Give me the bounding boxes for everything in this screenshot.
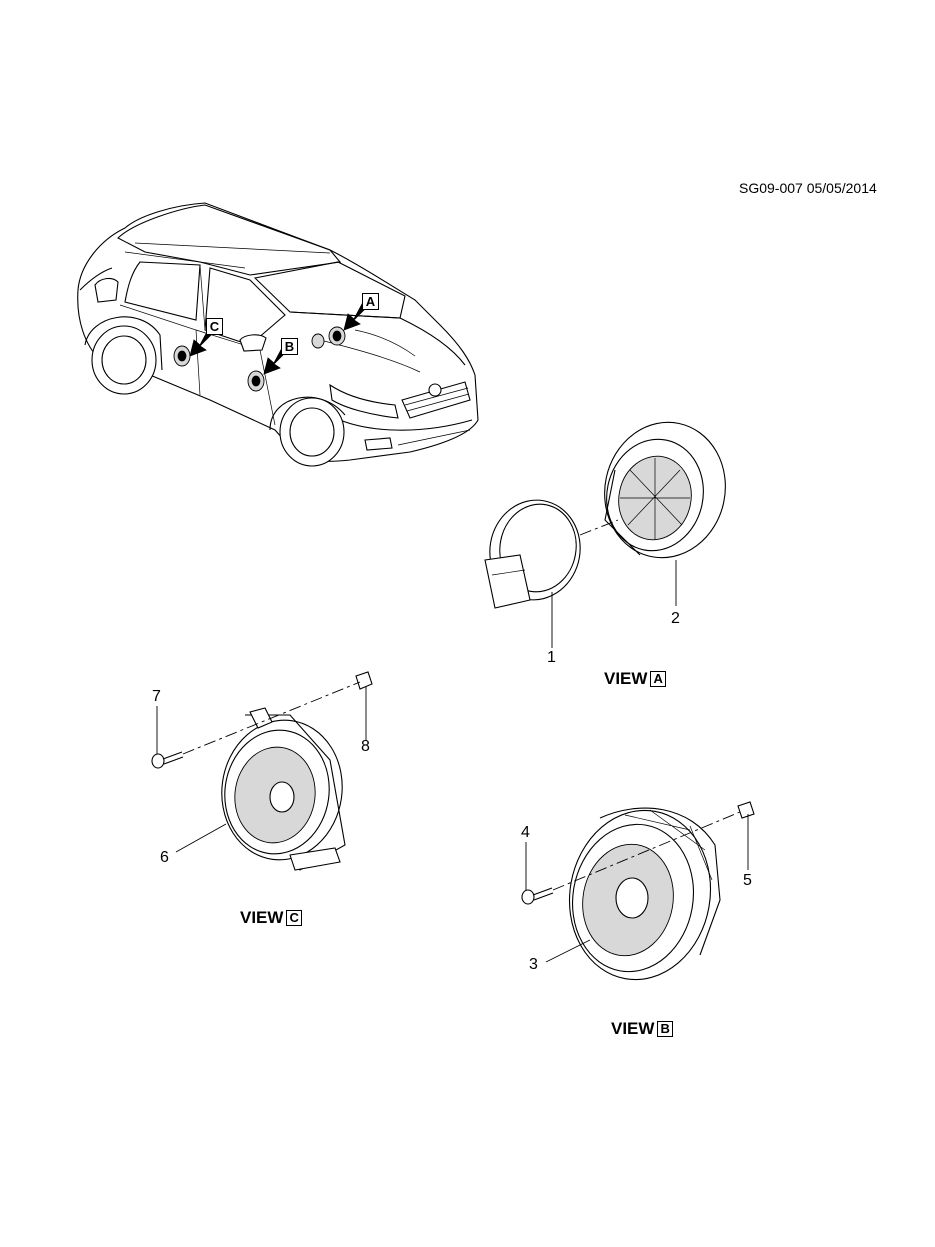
view-a-assembly [484,421,726,609]
view-marker-b: B [281,338,298,355]
view-c-letter: C [286,910,302,926]
view-b-word: VIEW [611,1019,655,1038]
view-b-label: VIEW B [611,1019,673,1039]
callout-6: 6 [160,849,169,866]
arrow-a-icon [343,303,367,331]
callout-8: 8 [361,738,370,755]
view-a-letter: A [650,671,666,687]
callout-2: 2 [671,610,680,627]
view-c-word: VIEW [240,908,284,927]
callout-7: 7 [152,688,161,705]
view-marker-a: A [362,293,379,310]
view-marker-c: C [206,318,223,335]
view-b-letter: B [657,1021,673,1037]
view-a-word: VIEW [604,669,648,688]
view-a-label: VIEW A [604,669,666,689]
callout-1: 1 [547,649,556,666]
document-id: SG09-007 05/05/2014 [739,180,877,196]
view-c-label: VIEW C [240,908,302,928]
callout-5: 5 [743,872,752,889]
arrow-b-icon [263,347,287,375]
view-c-assembly [151,671,373,871]
view-b-assembly [521,801,755,981]
vehicle-illustration [77,202,479,467]
callout-4: 4 [521,824,530,841]
callout-3: 3 [529,956,538,973]
leader-lines [156,560,749,963]
